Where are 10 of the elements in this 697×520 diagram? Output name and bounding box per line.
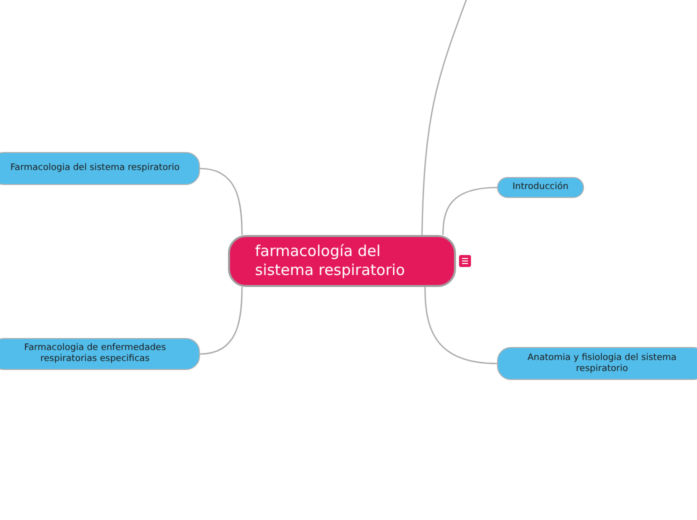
connector-line: [200, 287, 243, 355]
subtopic-box: Introducción: [497, 177, 584, 198]
connector-line: [421, 0, 468, 236]
subtopic-box: Anatomia y fisiologia del sistema respiratorio: [497, 347, 697, 380]
subtopic-box: Farmacologia del sistema respiratorio: [0, 152, 200, 185]
connector-line: [200, 168, 243, 235]
subtopic-box: Farmacologia de enfermedades respiratorias especificas: [0, 338, 200, 370]
connector-line: [424, 286, 498, 364]
central-topic: farmacología del sistema respiratorio: [228, 235, 456, 287]
connector-line: [442, 186, 498, 236]
